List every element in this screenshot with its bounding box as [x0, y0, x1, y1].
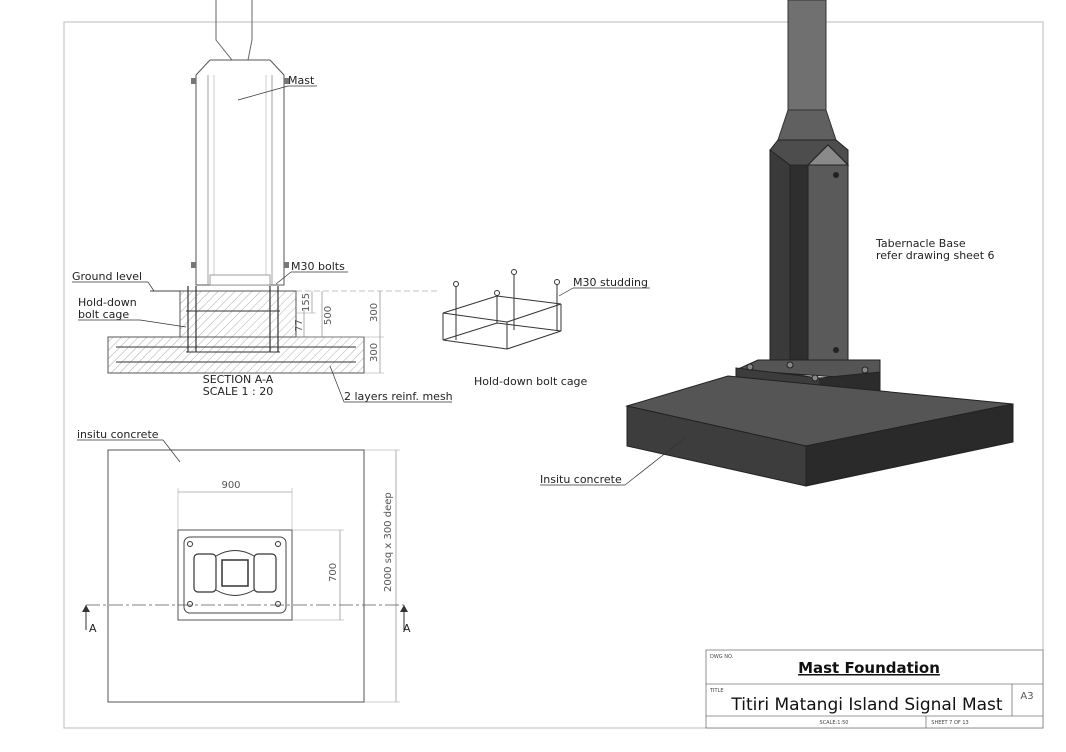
ground-level-label: Ground level — [72, 270, 142, 283]
plinth — [179, 290, 297, 338]
scale-text: SCALE:1:50 — [820, 720, 849, 726]
hold-down-label-2: bolt cage — [78, 308, 129, 321]
dim-900: 900 — [221, 480, 240, 491]
reinf-mesh-label: 2 layers reinf. mesh — [344, 390, 453, 403]
section-mark-left: A — [89, 622, 97, 635]
bolt-cage-view — [442, 269, 562, 350]
cage-caption: Hold-down bolt cage — [474, 375, 588, 388]
hold-down-label-1: Hold-down — [78, 296, 137, 309]
studding-label: M30 studding — [573, 276, 648, 289]
dim-155: 155 — [301, 293, 312, 312]
base-pad — [107, 336, 365, 374]
m30-bolts-label: M30 bolts — [291, 260, 345, 273]
tabernacle-label-1: Tabernacle Base — [875, 237, 966, 250]
section-scale: SCALE 1 : 20 — [203, 385, 273, 398]
section-view: 155 500 77 300 300 Mast M30 bolts Ground… — [72, 0, 453, 403]
project-title: Titiri Matangi Island Signal Mast — [730, 695, 1002, 715]
title-block: DWG NO. Mast Foundation TITLE Titiri Mat… — [705, 649, 1044, 729]
insitu-plan-label: insitu concrete — [77, 428, 159, 441]
insitu-iso-label: Insitu concrete — [540, 473, 622, 486]
dim-700: 700 — [328, 563, 339, 582]
dim-77: 77 — [294, 319, 305, 332]
plan-view: A A 900 700 2000 sq x 300 deep insitu co… — [77, 428, 411, 703]
title-label: TITLE — [709, 688, 724, 694]
dim-500: 500 — [323, 306, 334, 325]
dwg-no-label: DWG NO. — [710, 654, 734, 660]
drawing-title: Mast Foundation — [798, 659, 940, 677]
dim-pad: 2000 sq x 300 deep — [383, 492, 394, 592]
dim-300-lower: 300 — [369, 343, 380, 362]
iso-view — [625, 0, 1014, 487]
section-mark-right: A — [403, 622, 411, 635]
sheet-size: A3 — [1020, 691, 1033, 702]
mast-label: Mast — [288, 74, 315, 87]
dim-300-upper: 300 — [369, 303, 380, 322]
tabernacle-label-2: refer drawing sheet 6 — [876, 249, 995, 262]
section-caption: SECTION A-A — [203, 373, 274, 386]
sheet-number: SHEET 7 OF 13 — [931, 720, 968, 726]
sheet-border — [63, 21, 1044, 729]
